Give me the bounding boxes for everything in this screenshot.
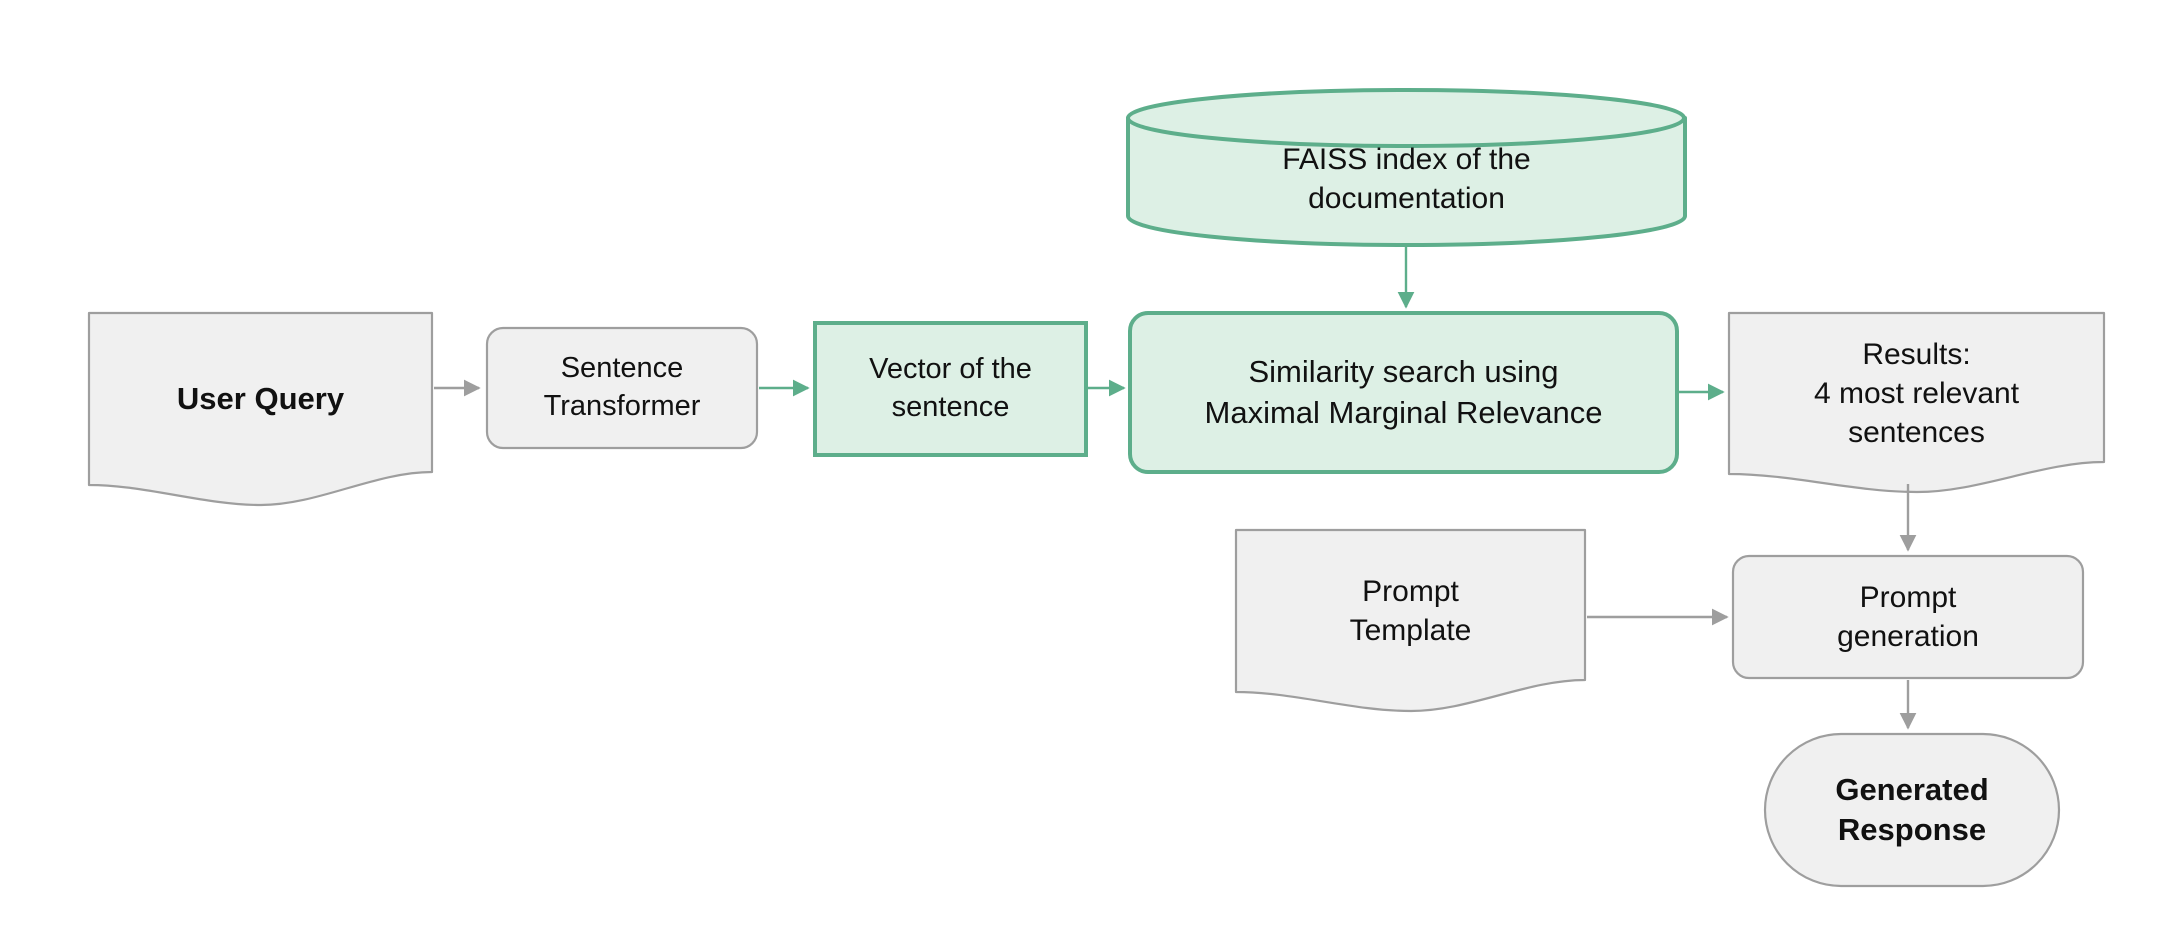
- node-shape-generated-response[interactable]: [1763, 732, 2061, 888]
- node-shape-faiss-index[interactable]: [1126, 88, 1687, 247]
- node-shape-results[interactable]: [1727, 311, 2106, 494]
- node-shape-similarity-search[interactable]: [1128, 311, 1679, 474]
- node-shape-prompt-generation[interactable]: [1731, 554, 2085, 680]
- node-shape-user-query[interactable]: [87, 311, 434, 507]
- node-shape-prompt-template[interactable]: [1234, 528, 1587, 713]
- node-shape-sentence-transformer[interactable]: [485, 326, 759, 450]
- node-shape-vector-of-the-sentence[interactable]: [813, 321, 1088, 457]
